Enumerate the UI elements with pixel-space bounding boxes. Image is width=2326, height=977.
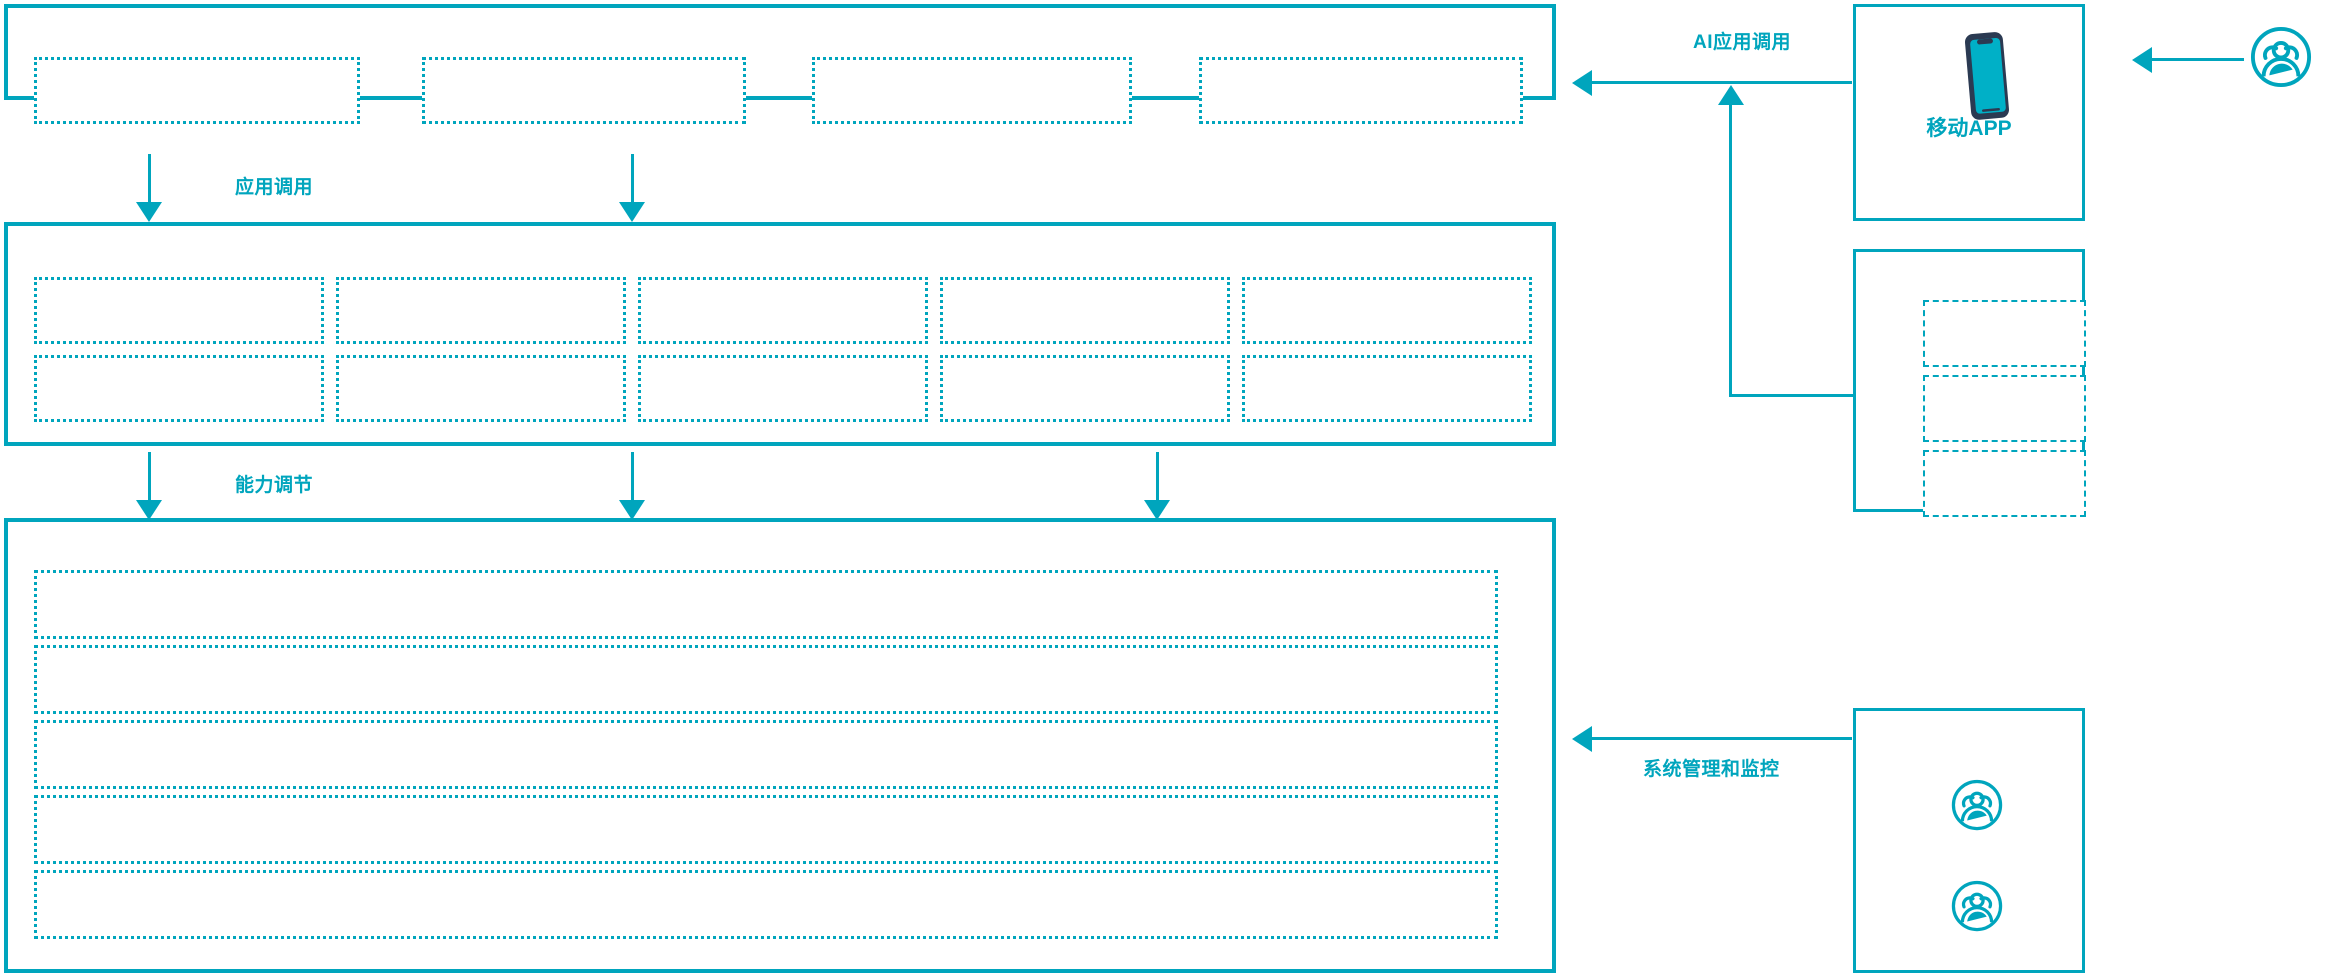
capability-adjust-label: 能力调节 bbox=[235, 475, 314, 496]
capability-slot-r2c5[interactable] bbox=[1242, 355, 1532, 422]
app-call-arrow-shaft-1 bbox=[148, 154, 151, 205]
platform-slot-1[interactable] bbox=[34, 570, 1498, 639]
ai-app-call-label: AI应用调用 bbox=[1693, 32, 1792, 53]
capability-slot-r2c4[interactable] bbox=[940, 355, 1230, 422]
capability-adjust-shaft-3 bbox=[1156, 452, 1159, 503]
application-slot-4[interactable] bbox=[1199, 57, 1523, 124]
application-slot-3[interactable] bbox=[812, 57, 1132, 124]
external-actor-arrowhead bbox=[2132, 47, 2152, 73]
smartphone-icon bbox=[1955, 28, 2017, 124]
mobile-app-card[interactable] bbox=[1853, 4, 2085, 221]
capability-adjust-shaft-1 bbox=[148, 452, 151, 503]
ai-app-call-feed-shaft bbox=[1729, 104, 1732, 396]
system-admin-arrowhead bbox=[1572, 726, 1592, 752]
capability-adjust-arrowhead-3 bbox=[1144, 500, 1170, 520]
capability-slot-r1c3[interactable] bbox=[638, 277, 928, 344]
external-actor-shaft bbox=[2152, 58, 2244, 61]
capability-slot-r1c4[interactable] bbox=[940, 277, 1230, 344]
capability-slot-r2c2[interactable] bbox=[336, 355, 626, 422]
users-group-icon-top bbox=[1951, 779, 2003, 831]
capability-slot-r1c1[interactable] bbox=[34, 277, 324, 344]
capability-slot-r2c3[interactable] bbox=[638, 355, 928, 422]
users-group-icon-bottom bbox=[1951, 880, 2003, 932]
capability-slot-r1c5[interactable] bbox=[1242, 277, 1532, 344]
app-call-arrowhead-2 bbox=[619, 202, 645, 222]
list-card-slot-2[interactable] bbox=[1923, 375, 2086, 442]
list-card-slot-3[interactable] bbox=[1923, 450, 2086, 517]
app-call-label: 应用调用 bbox=[235, 177, 314, 198]
system-admin-label: 系统管理和监控 bbox=[1643, 759, 1780, 780]
platform-slot-5[interactable] bbox=[34, 870, 1498, 939]
capability-adjust-shaft-2 bbox=[631, 452, 634, 503]
ai-app-call-shaft bbox=[1592, 81, 1852, 84]
capability-slot-r1c2[interactable] bbox=[336, 277, 626, 344]
ai-app-call-arrowhead bbox=[1572, 70, 1592, 96]
platform-slot-3[interactable] bbox=[34, 720, 1498, 789]
users-group-icon-external bbox=[2250, 26, 2312, 88]
users-card bbox=[1853, 708, 2085, 973]
ai-app-call-feed-elbow bbox=[1729, 394, 1855, 397]
mobile-app-caption: 移动APP bbox=[1926, 117, 2012, 140]
app-call-arrow-shaft-2 bbox=[631, 154, 634, 205]
app-call-arrowhead-1 bbox=[136, 202, 162, 222]
platform-slot-2[interactable] bbox=[34, 645, 1498, 714]
capability-adjust-arrowhead-2 bbox=[619, 500, 645, 520]
system-admin-shaft bbox=[1592, 737, 1852, 740]
capability-adjust-arrowhead-1 bbox=[136, 500, 162, 520]
application-slot-1[interactable] bbox=[34, 57, 360, 124]
capability-slot-r2c1[interactable] bbox=[34, 355, 324, 422]
platform-slot-4[interactable] bbox=[34, 795, 1498, 864]
application-slot-2[interactable] bbox=[422, 57, 746, 124]
list-card-slot-1[interactable] bbox=[1923, 300, 2086, 367]
ai-app-call-feed-arrowhead bbox=[1718, 85, 1744, 105]
